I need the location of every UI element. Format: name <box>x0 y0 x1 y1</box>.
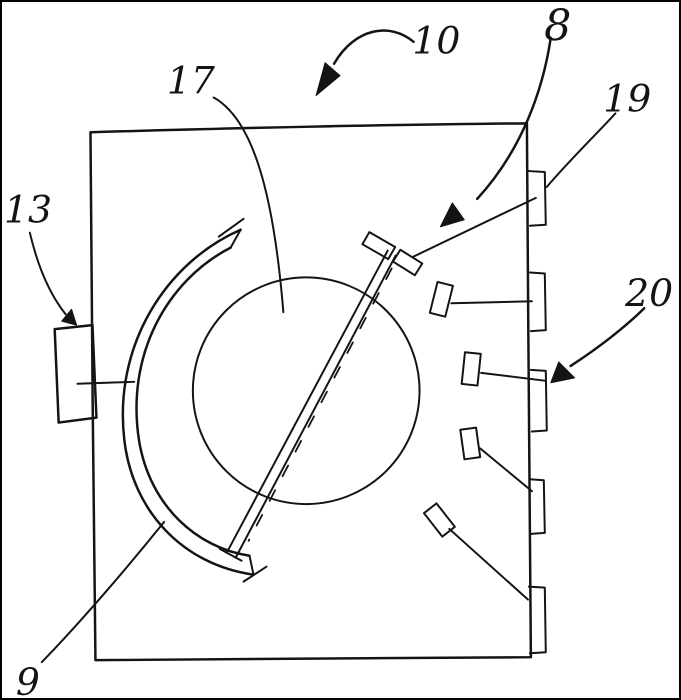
crescent-inner-arc <box>135 246 251 558</box>
mounting-tab <box>361 231 397 261</box>
crescent-tick-top <box>217 217 245 238</box>
mounting-tab <box>459 426 482 461</box>
arrowhead-13 <box>61 308 78 326</box>
leader-curve-10 <box>332 29 415 65</box>
mounting-tab <box>460 351 482 387</box>
crescent-tick-bottom <box>242 565 268 583</box>
tab-leader-line <box>479 447 533 493</box>
edge-bracket <box>527 170 547 227</box>
leader-curve-13 <box>28 231 67 316</box>
edge-bracket <box>529 368 548 433</box>
rod-bottom-cap <box>218 547 243 562</box>
tab-leader-line <box>450 300 533 305</box>
tab-leader-line <box>480 371 547 382</box>
arrowhead-10 <box>315 62 341 97</box>
leader-line-19 <box>545 112 617 188</box>
tab-leader-line <box>448 527 529 601</box>
leader-curve-20 <box>569 307 646 368</box>
crescent-end-cap-bottom <box>248 554 255 576</box>
ref-label-8: 8 <box>544 2 571 51</box>
edge-bracket <box>528 271 547 333</box>
rod-edge-line <box>225 249 389 554</box>
ref-label-13: 13 <box>4 188 52 232</box>
leader-curve-9 <box>40 520 166 664</box>
ref-label-20: 20 <box>624 271 673 315</box>
ref-label-9: 9 <box>16 660 40 698</box>
central-circle <box>191 276 421 506</box>
mounting-tab <box>428 280 454 318</box>
leader-curve-8 <box>475 36 553 201</box>
ref-label-17: 17 <box>167 59 215 103</box>
edge-bracket <box>527 585 547 655</box>
ref-label-19: 19 <box>603 76 651 120</box>
rod-edge-line <box>234 254 397 559</box>
crescent-end-cap-top <box>229 228 242 249</box>
rod-center-dashed-line <box>247 267 393 542</box>
crescent-outer-arc <box>121 228 255 576</box>
mounting-tab <box>422 502 456 538</box>
device-body-outline <box>89 122 533 662</box>
side-fixture-box <box>53 323 98 424</box>
arrowhead-20 <box>550 361 576 384</box>
ref-label-10: 10 <box>412 19 460 63</box>
edge-bracket <box>528 478 546 535</box>
leader-curve-17 <box>212 96 285 314</box>
tab-leader-line <box>412 196 537 258</box>
mounting-tab <box>391 248 424 277</box>
arrowhead-8 <box>439 202 465 228</box>
